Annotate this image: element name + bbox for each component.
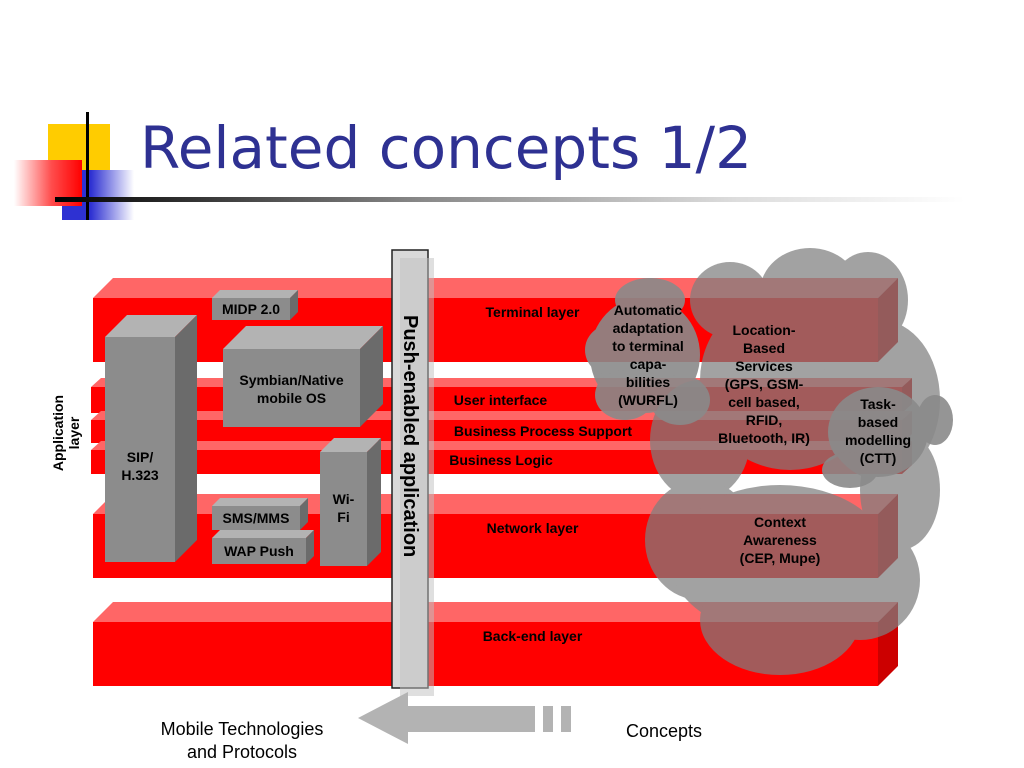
context-awareness-label: Context Awareness (CEP, Mupe) (720, 513, 840, 567)
location-line6: RFID, (745, 412, 783, 428)
automatic-line6: (WURFL) (618, 392, 678, 408)
automatic-line4: capa- (629, 356, 667, 372)
task-modelling-cloud (822, 387, 953, 488)
application-layer-line2: layer (66, 416, 82, 450)
push-column (391, 249, 434, 696)
wifi-line1: Wi- (332, 491, 355, 507)
concepts-caption: Concepts (625, 721, 703, 741)
automatic-line5: bilities (625, 374, 671, 390)
backend-layer-band (93, 602, 898, 686)
task-line1: Task- (860, 396, 896, 412)
automatic-line3: to terminal (612, 338, 684, 354)
wap-label: WAP Push (224, 543, 294, 559)
wifi-line2: Fi (337, 509, 350, 525)
task-line4: (CTT) (859, 450, 897, 466)
sip-line1: SIP/ (126, 449, 154, 465)
title-underline (55, 197, 965, 202)
application-layer-label: Application layer (50, 388, 90, 478)
task-modelling-label: Task- based modelling (CTT) (836, 395, 920, 467)
slide-title: Related concepts 1/2 (140, 114, 752, 182)
symbian-box (223, 326, 383, 427)
terminal-layer-label: Terminal layer (485, 304, 580, 320)
automatic-adaptation-cloud (585, 278, 710, 425)
bottom-arrow (358, 692, 571, 744)
backend-layer-label: Back-end layer (482, 628, 583, 644)
business-logic-label: Business Logic (449, 452, 553, 468)
location-line2: Based (742, 340, 786, 356)
mobile-caption-line1: Mobile Technologies (160, 719, 324, 739)
location-line7: Bluetooth, IR) (718, 430, 810, 446)
task-line2: based (857, 414, 899, 430)
wap-box (212, 530, 314, 564)
concept-cloud-group (645, 248, 940, 675)
push-enabled-label: Push-enabled application (399, 315, 421, 558)
location-line1: Location- (732, 322, 796, 338)
context-line2: Awareness (743, 532, 817, 548)
midp-label: MIDP 2.0 (221, 301, 281, 317)
symbian-line2: mobile OS (256, 390, 327, 406)
sms-label: SMS/MMS (222, 510, 290, 526)
business-process-label: Business Process Support (453, 423, 633, 439)
location-services-label: Location- Based Services (GPS, GSM- cell… (708, 321, 820, 447)
location-line3: Services (735, 358, 793, 374)
sip-line2: H.323 (121, 467, 159, 483)
task-line3: modelling (844, 432, 912, 448)
location-line5: cell based, (728, 394, 800, 410)
vertical-line-decoration (86, 112, 89, 220)
symbian-line1: Symbian/Native (239, 372, 344, 388)
network-layer-label: Network layer (486, 520, 579, 536)
automatic-line1: Automatic (613, 302, 683, 318)
wifi-box (320, 438, 381, 566)
context-line1: Context (753, 514, 807, 530)
sip-label: SIP/ H.323 (105, 448, 175, 484)
context-line3: (CEP, Mupe) (739, 550, 821, 566)
automatic-line2: adaptation (612, 320, 684, 336)
location-line4: (GPS, GSM- (724, 376, 804, 392)
application-layer-line1: Application (50, 394, 66, 472)
symbian-label: Symbian/Native mobile OS (223, 371, 360, 407)
sip-box (105, 315, 197, 562)
wifi-label: Wi- Fi (320, 490, 367, 526)
mobile-technologies-caption: Mobile Technologies and Protocols (136, 718, 348, 764)
mobile-caption-line2: and Protocols (186, 742, 298, 762)
user-interface-label: User interface (453, 392, 548, 408)
sms-box (212, 498, 308, 530)
midp-box (212, 290, 298, 320)
automatic-adaptation-label: Automatic adaptation to terminal capa- b… (598, 301, 698, 409)
